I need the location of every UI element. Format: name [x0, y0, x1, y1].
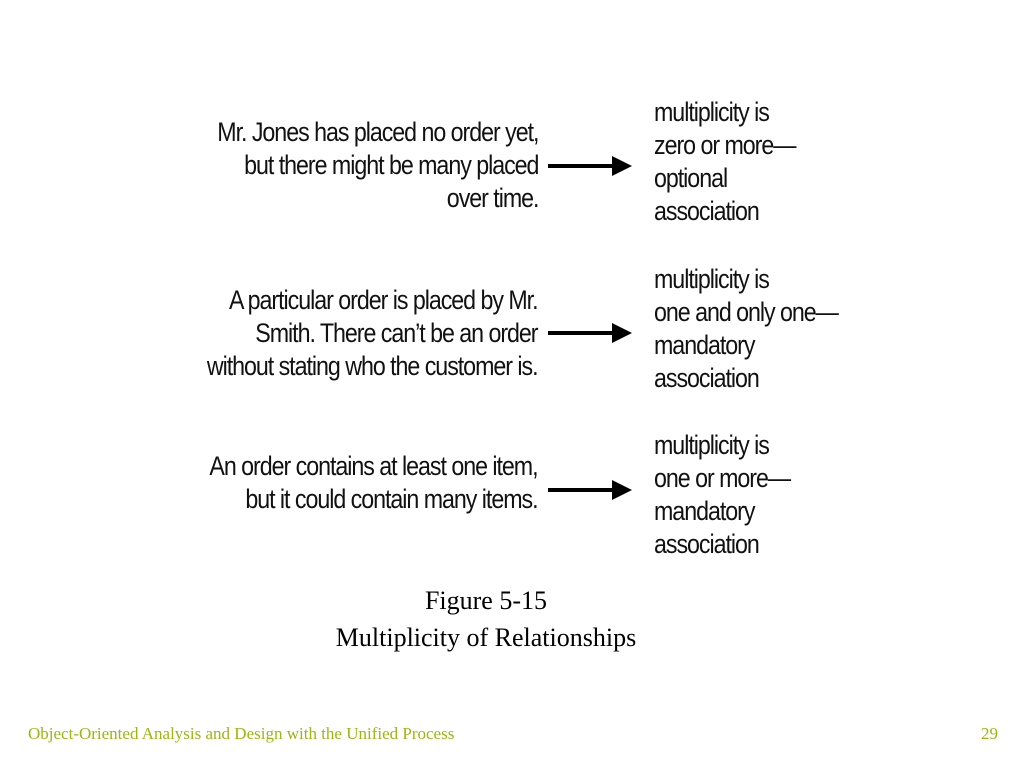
result-text: multiplicity is zero or more— optional a… — [654, 96, 796, 228]
statement-text: A particular order is placed by Mr. Smit… — [207, 284, 540, 383]
result-line: association — [654, 363, 760, 393]
page-number: 29 — [981, 724, 998, 743]
figure-number: Figure 5-15 — [424, 586, 548, 615]
statement-line: Smith. There can’t be an order — [255, 318, 539, 348]
result-line: mandatory — [654, 330, 755, 360]
statement-text: An order contains at least one item, but… — [209, 450, 539, 516]
result-line: association — [654, 196, 760, 226]
figure-title: Multiplicity of Relationships — [335, 623, 637, 652]
statement-line: Mr. Jones has placed no order yet, — [216, 117, 539, 147]
result-text: multiplicity is one or more— mandatory a… — [654, 429, 791, 561]
result-text: multiplicity is one and only one— mandat… — [654, 263, 839, 395]
right-arrow-icon — [548, 323, 632, 343]
statement-line: without stating who the customer is. — [207, 351, 539, 381]
result-line: multiplicity is — [654, 264, 770, 294]
result-line: mandatory — [654, 496, 755, 526]
result-line: one or more— — [654, 463, 791, 493]
statement-line: but it could contain many items. — [245, 484, 539, 514]
statement-line: A particular order is placed by Mr. — [229, 285, 540, 315]
footer-course-title: Object-Oriented Analysis and Design with… — [28, 724, 455, 743]
right-arrow-icon — [548, 480, 632, 500]
result-line: optional — [654, 163, 728, 193]
statement-line: over time. — [446, 183, 539, 213]
statement-line: An order contains at least one item, — [209, 451, 539, 481]
statement-line: but there might be many placed — [243, 150, 539, 180]
result-line: zero or more— — [654, 130, 796, 160]
figure-caption: Figure 5-15 Multiplicity of Relationship… — [0, 582, 972, 656]
result-line: association — [654, 529, 760, 559]
result-line: one and only one— — [654, 297, 839, 327]
statement-text: Mr. Jones has placed no order yet, but t… — [216, 116, 539, 215]
result-line: multiplicity is — [654, 97, 770, 127]
right-arrow-icon — [548, 156, 632, 176]
result-line: multiplicity is — [654, 430, 770, 460]
